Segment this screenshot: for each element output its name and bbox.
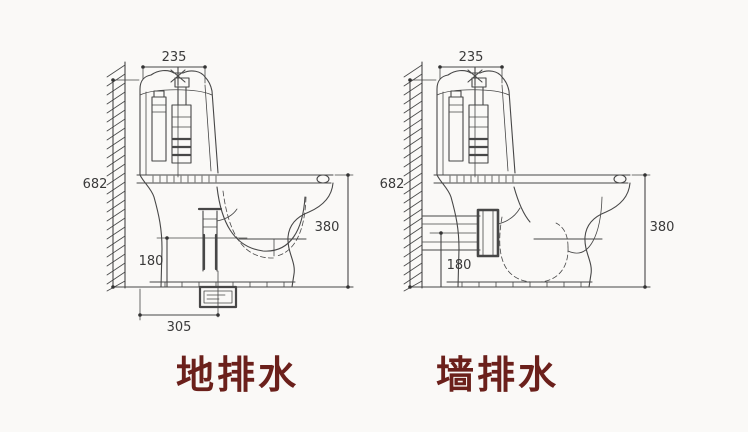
wall-hatch: [403, 61, 423, 292]
wall-hatch: [106, 61, 126, 292]
dim-tank-width: 235: [141, 50, 207, 84]
dim-label-trap-height: 180: [447, 258, 472, 273]
dim-label-overall-height: 682: [380, 177, 405, 192]
dim-label-trap-height: 180: [139, 254, 164, 269]
dim-label-rim-height: 380: [650, 220, 675, 235]
dim-rim-height: 380: [315, 173, 354, 289]
wall-drain-figure: 235 682 380 180: [352, 25, 682, 340]
floor-drain-drawing: 235 682 380 180 305: [83, 50, 354, 335]
dim-label-tank-width: 235: [459, 50, 484, 65]
tank-flush-mechanism: [448, 66, 489, 178]
wall-drain-drawing: 235 682 380 180: [380, 50, 675, 292]
dim-overall-height: 682: [380, 78, 437, 289]
toilet-seat: [433, 174, 631, 184]
toilet-bowl: [436, 174, 631, 288]
dim-label-outlet-offset: 305: [167, 320, 192, 335]
flush-handle-icon: [467, 66, 483, 86]
dim-overall-height: 682: [83, 78, 140, 289]
dim-outlet-offset: 305: [138, 288, 220, 335]
dim-rim-height: 380: [631, 173, 675, 289]
floor-outlet-box: [198, 270, 238, 318]
wall-outlet-pipe: [421, 207, 521, 258]
flush-handle-icon: [170, 66, 186, 86]
toilet-bowl: [139, 174, 334, 288]
toilet-seat: [136, 174, 334, 184]
caption-floor-drain: 地排水: [176, 355, 300, 397]
floor-drain-figure: 235 682 380 180 305: [55, 25, 365, 340]
dim-label-overall-height: 682: [83, 177, 108, 192]
floor-drain-pipe: [197, 207, 238, 272]
dim-label-tank-width: 235: [162, 50, 187, 65]
dim-label-rim-height: 380: [315, 220, 340, 235]
caption-wall-drain: 墙排水: [436, 355, 560, 397]
floor-line: [409, 281, 651, 288]
trapway: [499, 216, 569, 283]
trapway: [222, 190, 307, 259]
dim-tank-width: 235: [438, 50, 504, 84]
dim-trap-height: 180: [429, 231, 477, 288]
dim-trap-height: 180: [139, 236, 248, 288]
tank-flush-mechanism: [151, 66, 192, 178]
